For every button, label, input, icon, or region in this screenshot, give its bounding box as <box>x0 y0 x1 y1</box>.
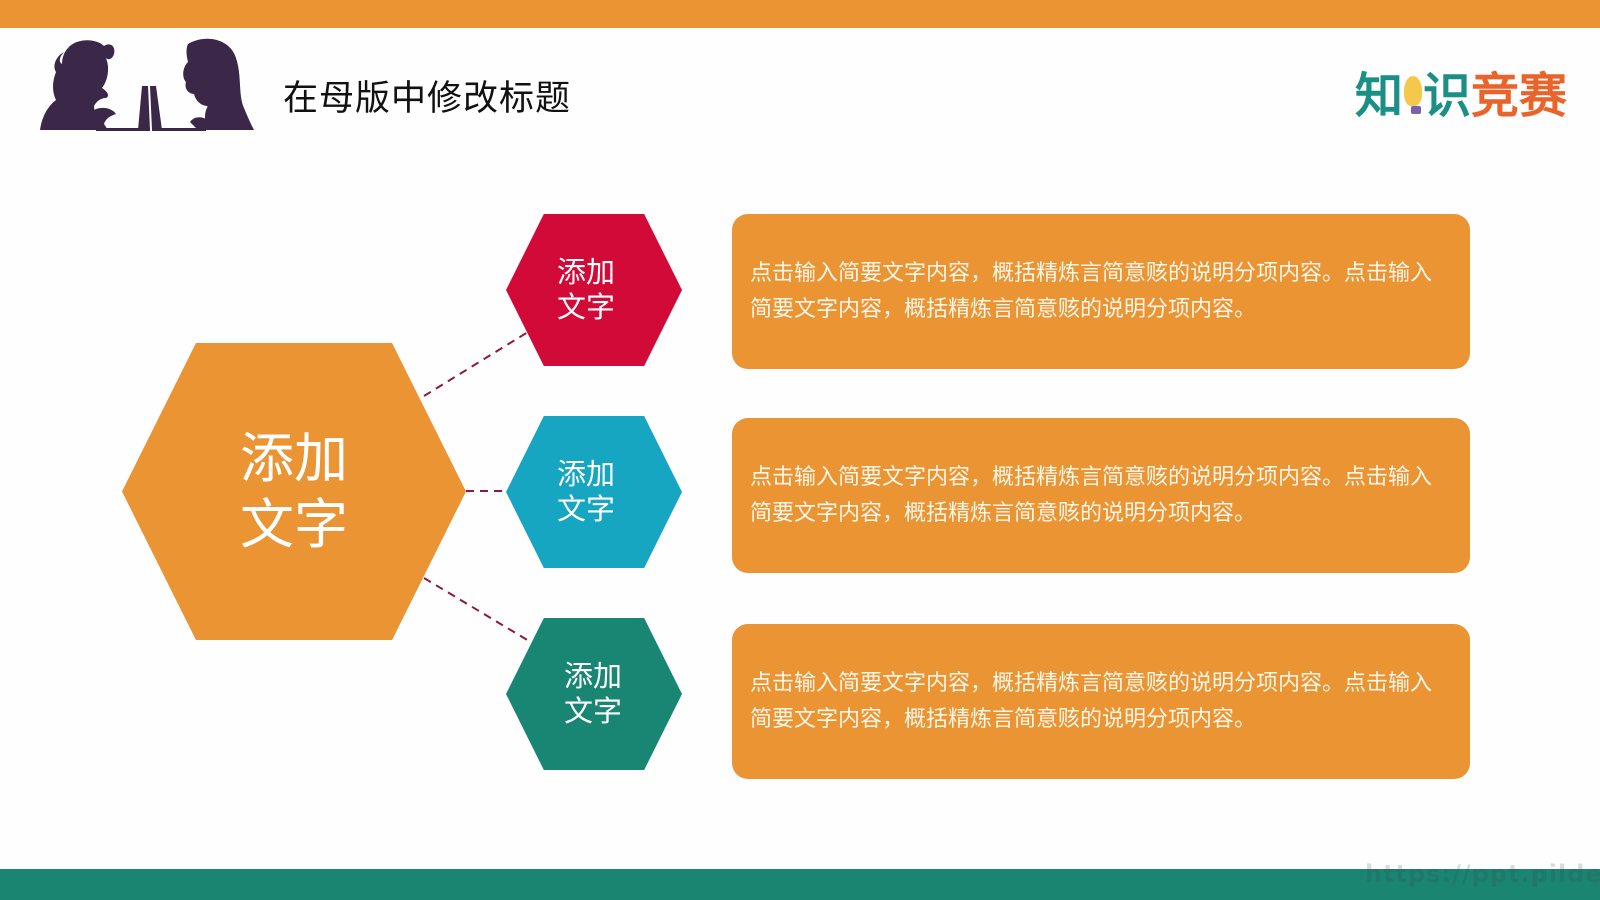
main-hexagon-label-line2: 文字 <box>240 492 348 556</box>
item-hexagon-label-line1: 添加 <box>556 255 615 290</box>
item-hexagon-label-line2: 文字 <box>556 290 615 324</box>
item-hexagon-3[interactable]: 添加 文字 <box>506 618 682 770</box>
description-box-2[interactable]: 点击输入简要文字内容，概括精炼言简意赅的说明分项内容。点击输入简要文字内容，概括… <box>732 418 1470 573</box>
logo-char: 赛 <box>1518 68 1567 124</box>
description-box-1[interactable]: 点击输入简要文字内容，概括精炼言简意赅的说明分项内容。点击输入简要文字内容，概括… <box>732 214 1470 369</box>
description-text: 点击输入简要文字内容，概括精炼言简意赅的说明分项内容。点击输入简要文字内容，概括… <box>750 464 1433 526</box>
description-text: 点击输入简要文字内容，概括精炼言简意赅的说明分项内容。点击输入简要文字内容，概括… <box>750 260 1433 322</box>
item-hexagon-label-line2: 文字 <box>563 694 622 728</box>
lightbulb-icon <box>1404 76 1422 114</box>
item-hexagon-label-line1: 添加 <box>563 659 622 694</box>
knowledge-contest-logo-icon: 知 识 竞 赛 <box>1355 58 1567 124</box>
watermark: https://ppt.pilde <box>1365 860 1600 888</box>
main-hexagon[interactable]: 添加 文字 <box>122 343 466 640</box>
children-laptop-silhouette-icon <box>40 38 254 131</box>
top-accent-bar <box>0 0 1600 28</box>
description-box-3[interactable]: 点击输入简要文字内容，概括精炼言简意赅的说明分项内容。点击输入简要文字内容，概括… <box>732 624 1470 779</box>
page-title: 在母版中修改标题 <box>283 79 572 119</box>
logo-char: 竞 <box>1470 68 1519 124</box>
logo-char: 识 <box>1422 68 1471 124</box>
logo-char: 知 <box>1355 68 1404 124</box>
item-hexagon-2[interactable]: 添加 文字 <box>506 416 682 568</box>
main-hexagon-label-line1: 添加 <box>240 426 348 490</box>
description-text: 点击输入简要文字内容，概括精炼言简意赅的说明分项内容。点击输入简要文字内容，概括… <box>750 670 1433 732</box>
connector-bottom <box>423 577 535 645</box>
connector-top <box>423 331 529 397</box>
item-hexagon-label-line2: 文字 <box>556 492 615 526</box>
item-hexagon-1[interactable]: 添加 文字 <box>506 214 682 366</box>
item-hexagon-label-line1: 添加 <box>556 457 615 492</box>
bottom-accent-bar <box>0 869 1600 900</box>
